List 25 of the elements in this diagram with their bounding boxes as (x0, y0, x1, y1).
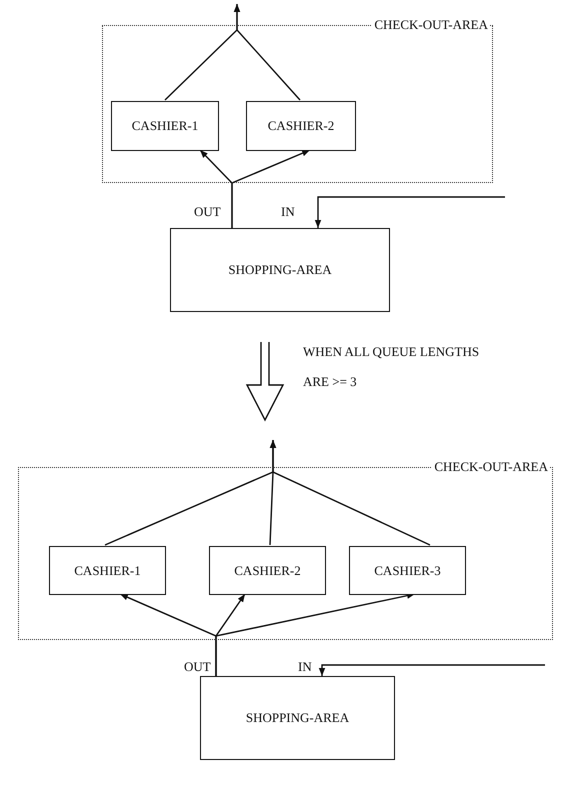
box-label: SHOPPING-AREA (228, 262, 332, 278)
text-label: OUT (184, 658, 211, 675)
text-label: WHEN ALL QUEUE LENGTHS ARE >= 3 (303, 343, 480, 391)
process-box (200, 676, 395, 760)
process-box (49, 546, 166, 595)
process-box (170, 228, 390, 312)
text-label: OUT (194, 203, 221, 220)
process-box (111, 101, 219, 151)
arrow (215, 592, 416, 676)
arrow (314, 196, 505, 228)
text-label: IN (281, 203, 295, 220)
text-label: IN (298, 658, 312, 675)
process-box (246, 101, 356, 151)
process-box (209, 546, 326, 595)
box-label: CASHIER-2 (234, 562, 301, 578)
arrow (318, 664, 545, 676)
box-label: CASHIER-1 (132, 118, 198, 134)
box-label: CASHIER-3 (374, 562, 441, 578)
box-label: CASHIER-1 (74, 562, 141, 578)
arrow (270, 440, 430, 546)
process-box (349, 546, 466, 595)
arrow (234, 4, 301, 100)
box-label: CASHIER-2 (268, 118, 334, 134)
box-label: SHOPPING-AREA (246, 710, 350, 726)
arrow (231, 149, 310, 228)
